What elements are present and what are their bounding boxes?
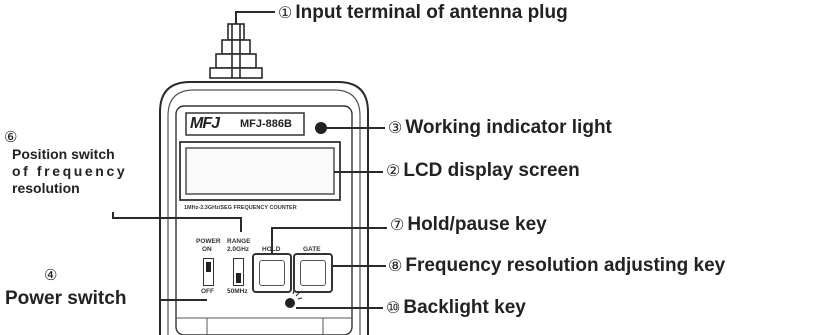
power-switch-label: POWER [196, 238, 221, 245]
callout-resolution-switch-line2: of frequency [12, 163, 128, 179]
range-label: RANGE [227, 238, 251, 245]
range-high-label: 2.0GHz [227, 246, 250, 253]
power-off-label: OFF [201, 288, 214, 295]
counter-subtitle: 1MHz-2.3GHz/SEG FREQUENCY COUNTER [184, 205, 297, 211]
callout-lcd-number: ② [386, 163, 401, 180]
leader-hold-key [271, 227, 387, 256]
callout-resolution-switch-line1: Position switch [12, 146, 115, 162]
leader-resolution-switch [112, 212, 242, 232]
callout-lcd-text: LCD display screen [403, 160, 580, 181]
callout-resolution-switch-line3: resolution [12, 180, 80, 196]
frequency-resolution-switch[interactable] [233, 258, 244, 286]
callout-antenna-number: ① [278, 5, 293, 22]
hold-pause-key[interactable] [252, 253, 292, 293]
device-body-inner [167, 89, 361, 335]
callout-antenna-text: Input terminal of antenna plug [295, 2, 568, 23]
callout-power-switch-text: Power switch [5, 288, 127, 309]
lcd-display-screen [185, 147, 335, 195]
brand-logo: MFJ [190, 115, 220, 132]
callout-resolution-key-text: Frequency resolution adjusting key [405, 255, 726, 276]
callout-backlight-number: ⑩ [386, 300, 401, 317]
callout-indicator-number: ③ [388, 120, 403, 137]
brand-plate [185, 112, 305, 136]
backlight-key [285, 298, 295, 308]
power-on-label: ON [202, 246, 212, 253]
hold-key-label: HOLD [262, 246, 281, 253]
callout-hold-number: ⑦ [390, 217, 405, 234]
hold-key-inner [259, 260, 285, 286]
callout-hold-text: Hold/pause key [407, 214, 547, 235]
power-switch[interactable] [203, 258, 214, 286]
model-label: MFJ-886B [240, 118, 292, 130]
leader-antenna [235, 11, 275, 24]
range-low-label: 50MHz [227, 288, 248, 295]
gate-key-inner [300, 260, 326, 286]
resolution-switch-knob [236, 273, 241, 283]
frequency-resolution-key[interactable] [293, 253, 333, 293]
leader-lines [112, 11, 387, 309]
antenna-plug [209, 23, 263, 79]
callout-power-switch-number: ④ [44, 267, 58, 284]
callout-resolution-key-number: ⑧ [388, 258, 403, 275]
callout-indicator-text: Working indicator light [405, 117, 612, 138]
gate-key-label: GATE [303, 246, 321, 253]
working-indicator-light [315, 122, 327, 134]
callout-resolution-switch-number: ⑥ [4, 129, 18, 146]
power-switch-knob [206, 262, 211, 272]
callout-backlight-text: Backlight key [403, 297, 526, 318]
